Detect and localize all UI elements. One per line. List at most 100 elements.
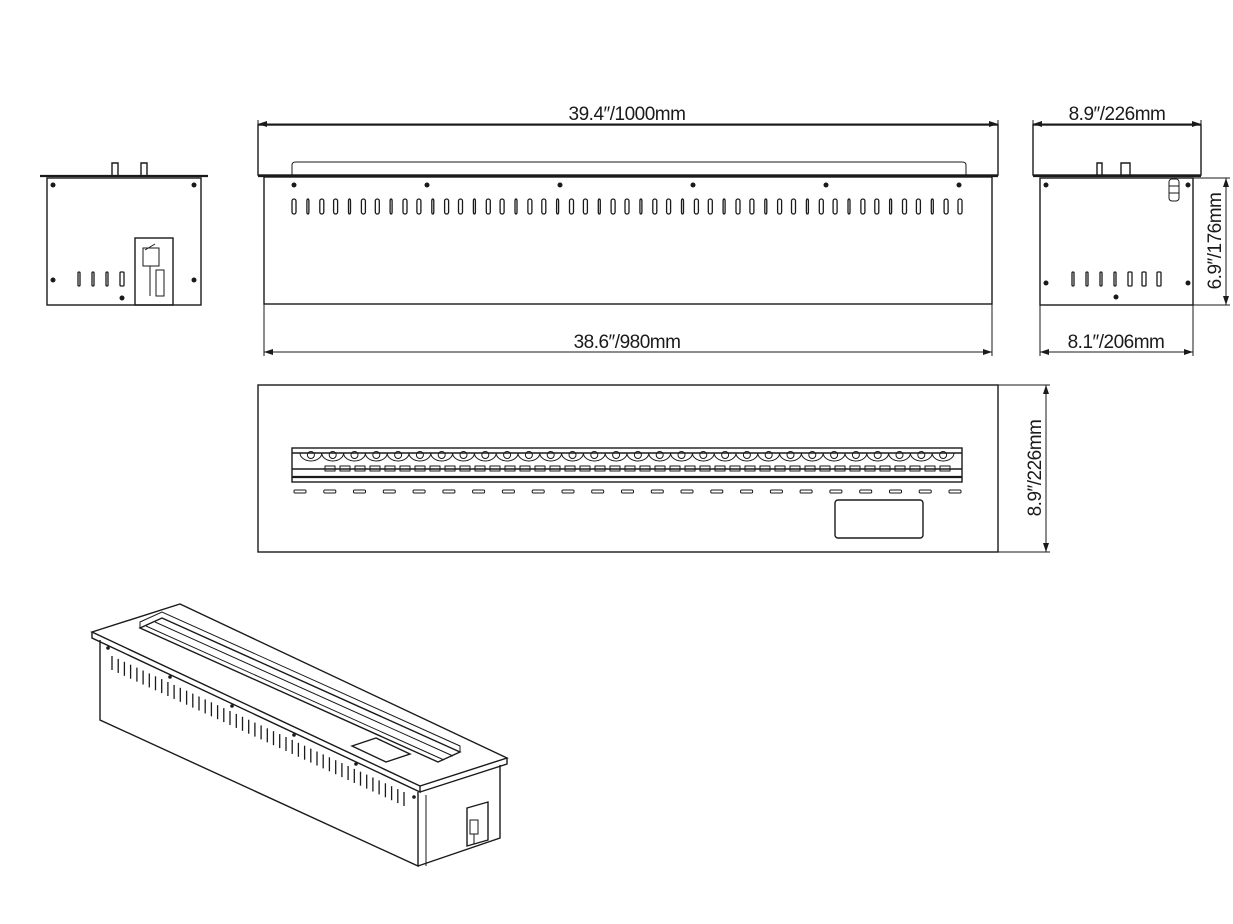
bolt [557, 182, 563, 188]
vent-slot [764, 198, 768, 215]
rail-mark [804, 465, 816, 472]
bolt [106, 646, 110, 650]
rail-mark [699, 465, 711, 472]
burner-hole [764, 451, 773, 459]
bolt [424, 182, 430, 188]
dimension-side-height: 6.9″/176mm [1193, 177, 1230, 306]
rail-mark [564, 465, 576, 472]
vent-slot [119, 271, 125, 287]
rail-mark [894, 465, 906, 472]
top-view [257, 384, 999, 553]
vent-slot [610, 198, 616, 215]
vent-slot [527, 198, 533, 215]
burner-hole [328, 451, 337, 459]
vent-slot [514, 198, 518, 215]
rail-mark [624, 465, 636, 472]
rail-mark [369, 465, 381, 472]
rail-mark [399, 465, 411, 472]
vent-dash [501, 489, 515, 494]
burner-hole [808, 451, 817, 459]
burner-hole [372, 451, 381, 459]
vent-slot [77, 271, 81, 287]
vent-dash [918, 489, 932, 494]
vent-dash [710, 489, 724, 494]
vent-dash [442, 489, 456, 494]
dimension-front-overall: 39.4″/1000mm [257, 104, 999, 130]
vent-dash [621, 489, 634, 494]
vent-slot [1141, 271, 1147, 287]
burner-hole [437, 451, 446, 459]
burner-hole [503, 451, 512, 459]
vent-slot [1113, 271, 1117, 287]
burner-hole [830, 451, 839, 459]
rail-mark [759, 465, 771, 472]
burner-hole [546, 451, 555, 459]
vent-slot [416, 198, 422, 215]
vent-slot [582, 198, 589, 215]
vent-slot [332, 198, 339, 215]
vent-slot [639, 198, 643, 215]
isometric-view [90, 603, 509, 868]
vent-slot [306, 198, 310, 215]
vent-dash [859, 489, 873, 494]
rail-mark [414, 465, 426, 472]
vent-slot [319, 198, 325, 215]
vent-slot [374, 198, 380, 215]
burner-hole [895, 451, 904, 459]
vent-slot [555, 198, 560, 215]
vent-slot [874, 198, 880, 215]
rail-mark [714, 465, 726, 472]
vent-slot [776, 198, 783, 215]
vent-slot [541, 198, 547, 215]
vent-slot [680, 198, 685, 215]
burner-hole [612, 451, 621, 459]
bolt [823, 182, 829, 188]
front-view [257, 124, 999, 305]
rail-mark [864, 465, 876, 472]
rail-mark [669, 465, 681, 472]
rail-mark [534, 465, 546, 472]
vent-dash [680, 489, 694, 494]
burner-hole [699, 451, 708, 459]
side-height-label: 6.9″/176mm [1205, 193, 1226, 290]
vent-dash [382, 489, 396, 494]
vent-slot [818, 198, 824, 215]
rail-mark [939, 465, 951, 472]
vent-slot [360, 198, 367, 215]
vent-slot [443, 198, 450, 215]
vent-dash [353, 489, 366, 494]
vent-dash [829, 489, 843, 494]
vent-dash [650, 489, 664, 494]
dimension-front-body: 38.6″/980mm [263, 304, 993, 356]
vent-slot [291, 198, 297, 215]
side-body-depth-label: 8.1″/206mm [1068, 332, 1165, 353]
burner-hole [524, 451, 533, 459]
vent-slot [860, 198, 866, 215]
rail-mark [789, 465, 801, 472]
vent-dash [531, 489, 545, 494]
vent-slot [915, 198, 922, 215]
vent-slot [431, 198, 435, 215]
rail-mark [384, 465, 396, 472]
rail-mark [729, 465, 741, 472]
rail-mark [444, 465, 456, 472]
rail-mark [684, 465, 696, 472]
vent-slot [943, 198, 949, 215]
vent-slot [707, 198, 713, 215]
vent-slot [722, 198, 726, 215]
bolt [230, 704, 234, 708]
burner-hole [306, 451, 315, 459]
dimension-top-depth: 8.9″/226mm [998, 384, 1050, 553]
vent-slot [847, 198, 851, 215]
right-side-view [1032, 124, 1202, 306]
burner-hole [590, 451, 599, 459]
rail-mark [459, 465, 471, 472]
vent-dash [889, 489, 902, 494]
rail-mark [774, 465, 786, 472]
front-body-width-label: 38.6″/980mm [574, 332, 681, 353]
rail-mark [339, 465, 351, 472]
rail-mark [549, 465, 561, 472]
rail-mark [744, 465, 756, 472]
burner-hole [394, 451, 403, 459]
vent-slot [1156, 271, 1162, 287]
